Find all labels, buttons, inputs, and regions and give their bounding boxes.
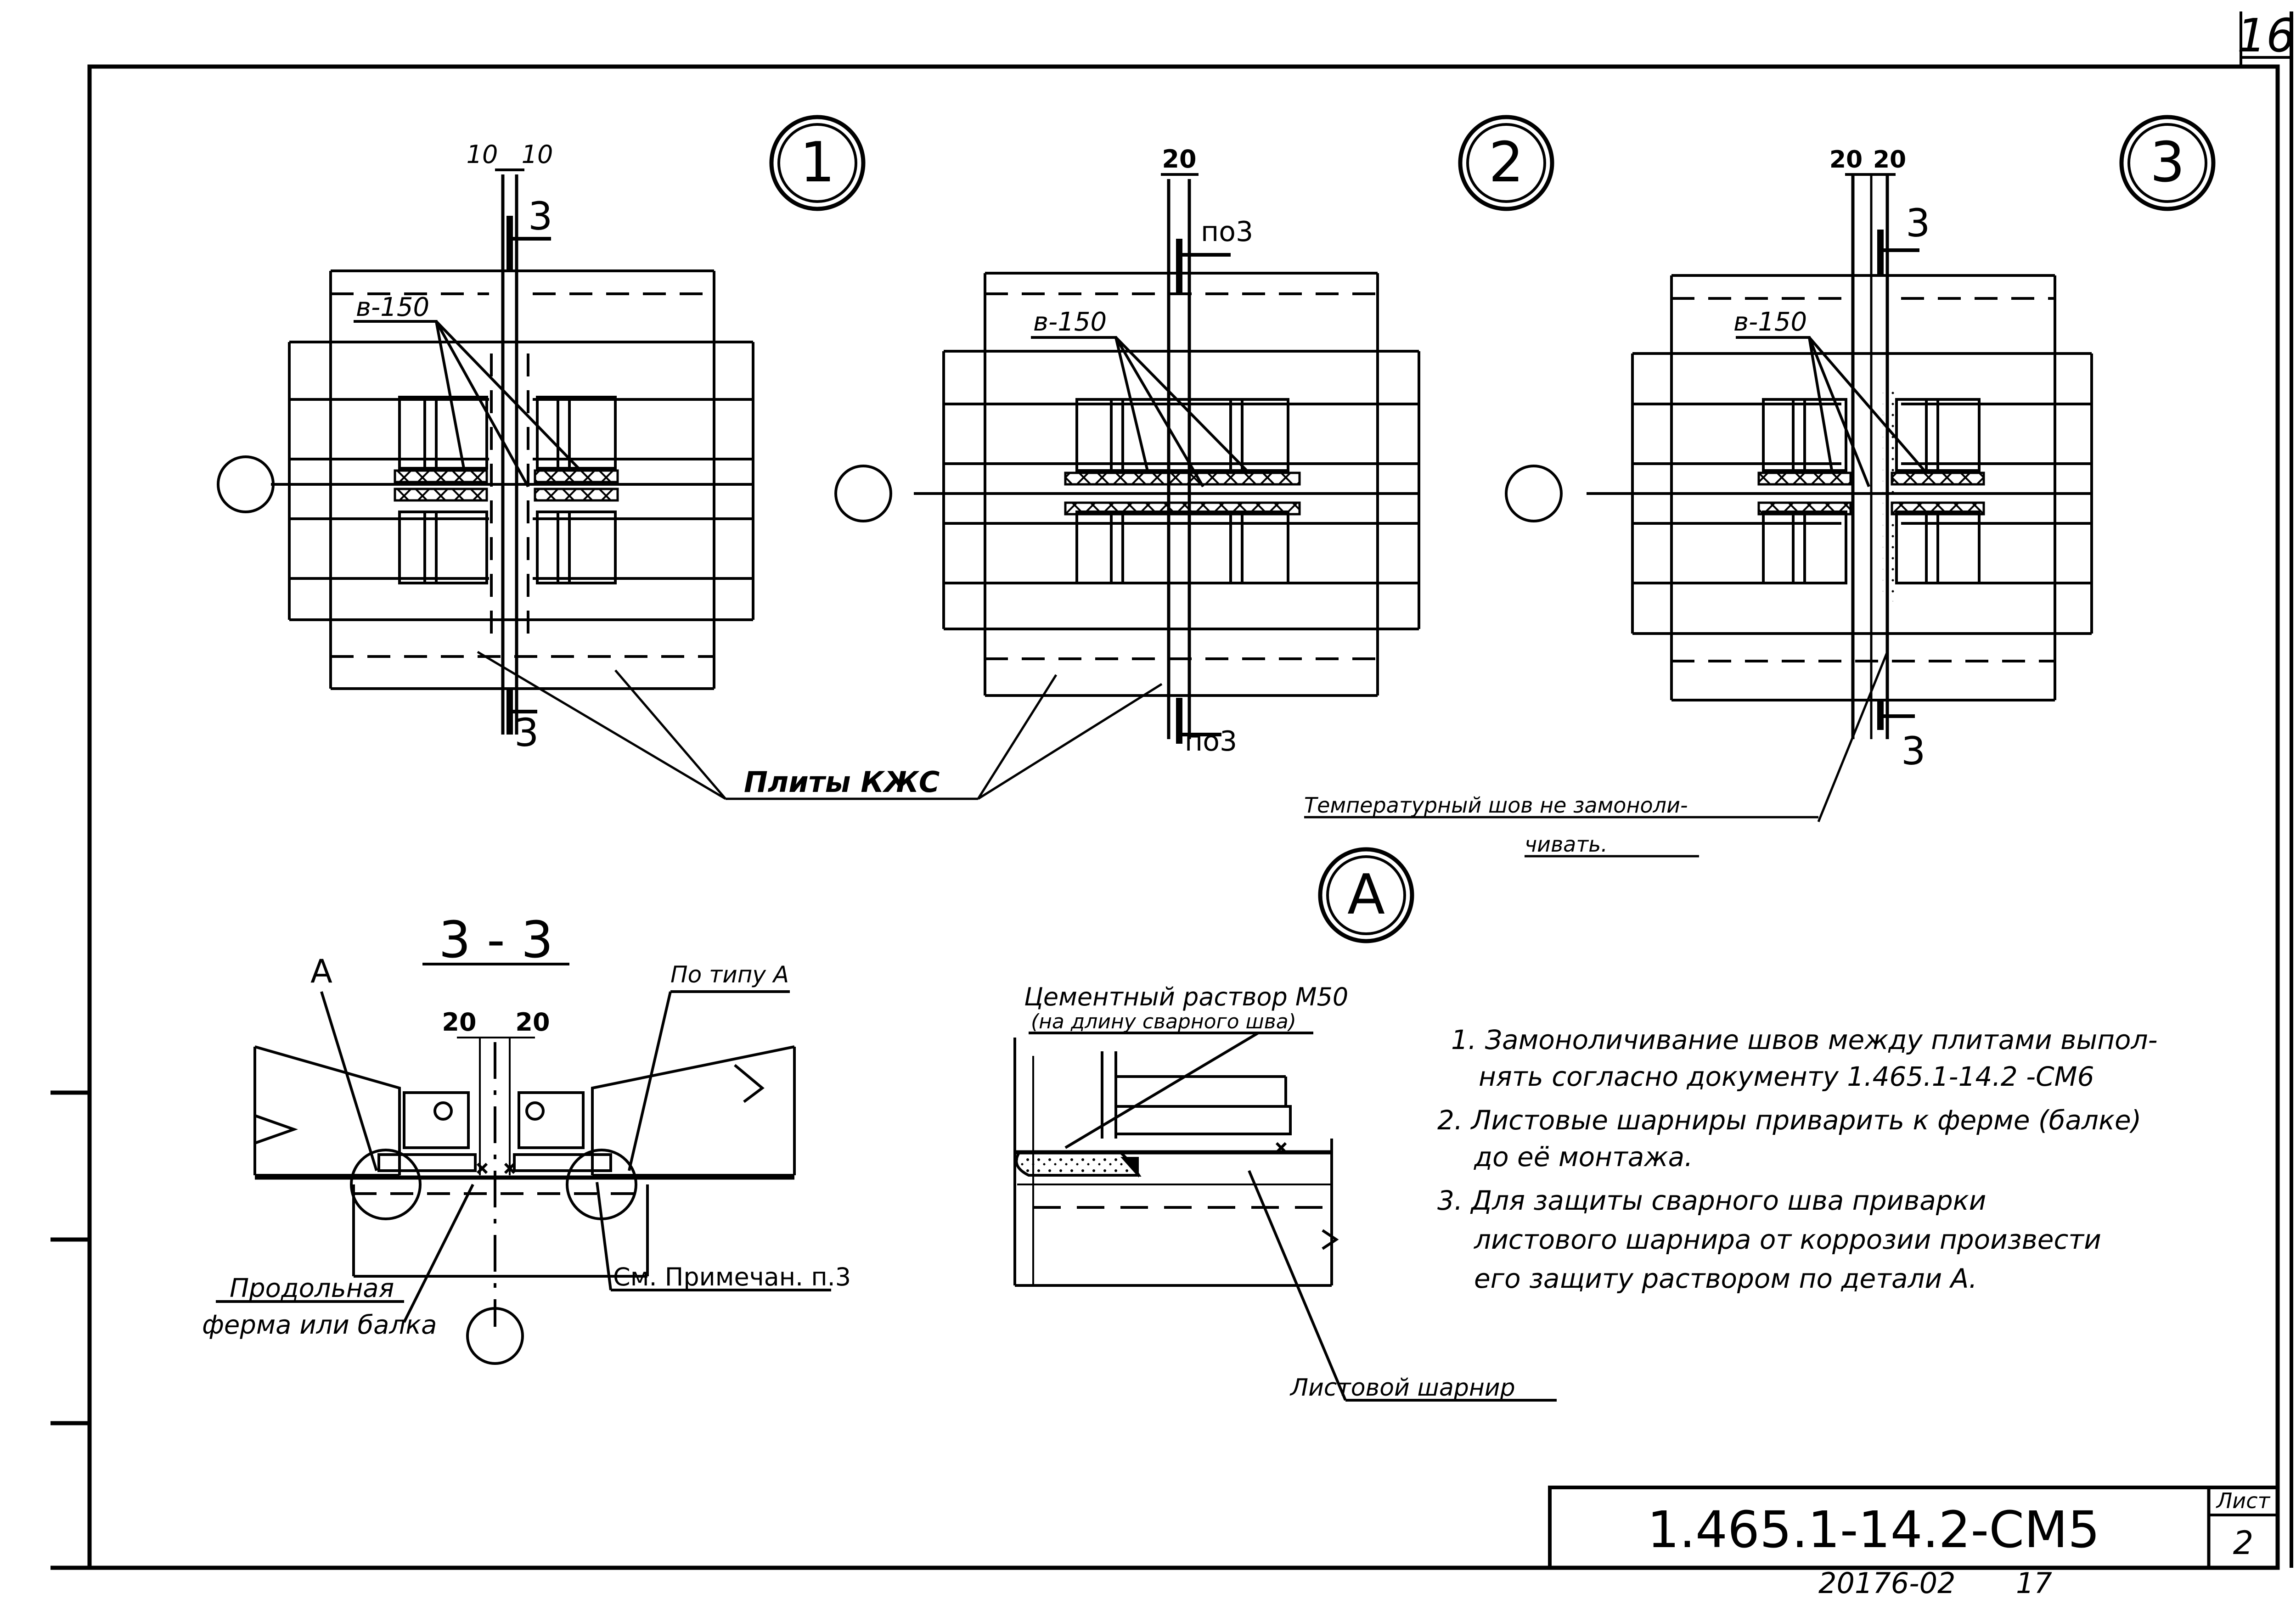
detail-3-dim-b: 20 bbox=[1873, 146, 1906, 174]
section-dim-a: 20 bbox=[442, 1008, 476, 1037]
truss-label-2: ферма или балка bbox=[202, 1310, 437, 1340]
truss-label-1: Продольная bbox=[230, 1274, 394, 1303]
note-line-3: 2. Листовые шарниры приварить к ферме (б… bbox=[1437, 1105, 2141, 1136]
document-designation: 1.465.1-14.2-СМ5 bbox=[1647, 1500, 2100, 1559]
note-line-6: листового шарнира от коррозии произвести bbox=[1474, 1224, 2101, 1255]
weld-mark bbox=[1120, 1157, 1139, 1178]
callout-leaders bbox=[477, 651, 1889, 858]
plates-label: Плиты КЖС bbox=[744, 765, 940, 799]
detail-3-cut-bottom: 3 bbox=[1901, 729, 1925, 774]
note-line-2: нять согласно документу 1.465.1-14.2 -СМ… bbox=[1479, 1061, 2094, 1092]
detail-2-marker: 2 bbox=[1489, 131, 1524, 195]
detail-3-cut-top: 3 bbox=[1906, 201, 1930, 246]
detail-1-cut-bottom: 3 bbox=[514, 710, 539, 755]
notes-block: 1. Замоноличивание швов между плитами вы… bbox=[1437, 1024, 2158, 1294]
mortar-fill bbox=[1015, 1151, 1142, 1177]
inventory-number: 20176-02 bbox=[1818, 1566, 1956, 1599]
mortar-label-1: Цементный раствор М50 bbox=[1024, 982, 1348, 1011]
detail-3-marker: 3 bbox=[2150, 131, 2185, 195]
detail-3-dim-a: 20 bbox=[1829, 146, 1863, 174]
section-title: 3 - 3 bbox=[439, 910, 553, 969]
note-line-1: 1. Замоноличивание швов между плитами вы… bbox=[1451, 1024, 2158, 1055]
temp-joint-label-1: Температурный шов не замоноли- bbox=[1304, 793, 1688, 818]
page-number: 17 bbox=[2016, 1566, 2052, 1599]
temp-joint-label-2: чивать. bbox=[1525, 832, 1608, 857]
detail-2-spacing: в-150 bbox=[1033, 307, 1107, 337]
section-right-ref: По типу А bbox=[670, 961, 789, 988]
sheet-label: Лист bbox=[2216, 1488, 2271, 1513]
title-block bbox=[1548, 1486, 2279, 1570]
detail-1-spacing: в-150 bbox=[356, 292, 429, 322]
detail-a-marker: А bbox=[1347, 863, 1385, 927]
detail-3-plan bbox=[1505, 115, 2216, 739]
sheet-number: 2 bbox=[2233, 1524, 2254, 1562]
detail-a-circle bbox=[1318, 847, 1414, 943]
note-line-7: его защиту раствором по детали А. bbox=[1474, 1263, 1977, 1294]
sheet-frame bbox=[51, 11, 2293, 1570]
detail-1-dim-a: 10 bbox=[467, 140, 498, 169]
detail-1-dim-b: 10 bbox=[522, 140, 553, 169]
detail-2-cut-bottom: по3 bbox=[1185, 725, 1237, 757]
section-3-3-drawing bbox=[216, 990, 831, 1365]
hinge-label: Листовой шарнир bbox=[1289, 1374, 1515, 1402]
section-dim-b: 20 bbox=[515, 1008, 550, 1037]
detail-1-cut-top: 3 bbox=[528, 194, 552, 239]
detail-a-drawing bbox=[1013, 1032, 1557, 1402]
see-note-label: См. Примечан. п.3 bbox=[613, 1262, 851, 1291]
detail-1-plan bbox=[217, 115, 866, 735]
corner-sheet-number: 16 bbox=[2237, 9, 2295, 62]
mortar-label-2: (на длину сварного шва) bbox=[1031, 1010, 1296, 1033]
detail-2-dim: 20 bbox=[1162, 145, 1196, 174]
detail-2-cut-top: по3 bbox=[1201, 216, 1253, 248]
detail-3-spacing: в-150 bbox=[1733, 307, 1807, 337]
detail-1-marker: 1 bbox=[800, 131, 835, 195]
detail-2-plan bbox=[834, 115, 1554, 744]
section-left-ref: А bbox=[310, 953, 332, 990]
note-line-5: 3. Для защиты сварного шва приварки bbox=[1437, 1185, 1986, 1216]
note-line-4: до её монтажа. bbox=[1474, 1141, 1693, 1173]
